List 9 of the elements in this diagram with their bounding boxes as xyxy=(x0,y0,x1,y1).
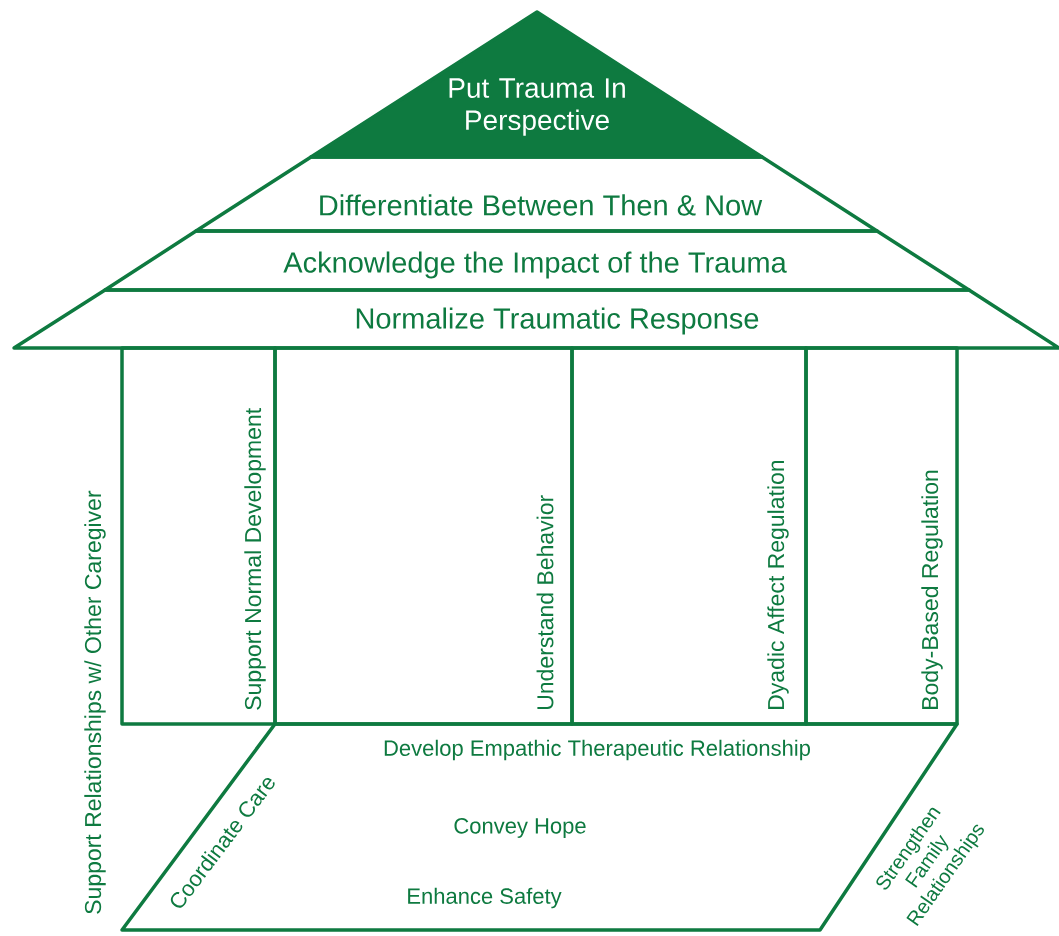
pillar: Dyadic Affect Regulation xyxy=(570,346,808,726)
roof-band: Differentiate Between Then & Now xyxy=(194,155,879,233)
roof-band: Acknowledge the Impact of the Trauma xyxy=(103,229,971,292)
pillar: Support Normal Development xyxy=(120,346,277,726)
pillar: Understand Behavior xyxy=(273,346,574,726)
roof-band: Normalize Traumatic Response xyxy=(12,288,1059,350)
wall-label: Support Relationships w/ Other Caregiver xyxy=(84,490,106,914)
pillar: Body-Based Regulation xyxy=(804,346,959,726)
roof-peak: Put Trauma In Perspective xyxy=(309,10,764,159)
